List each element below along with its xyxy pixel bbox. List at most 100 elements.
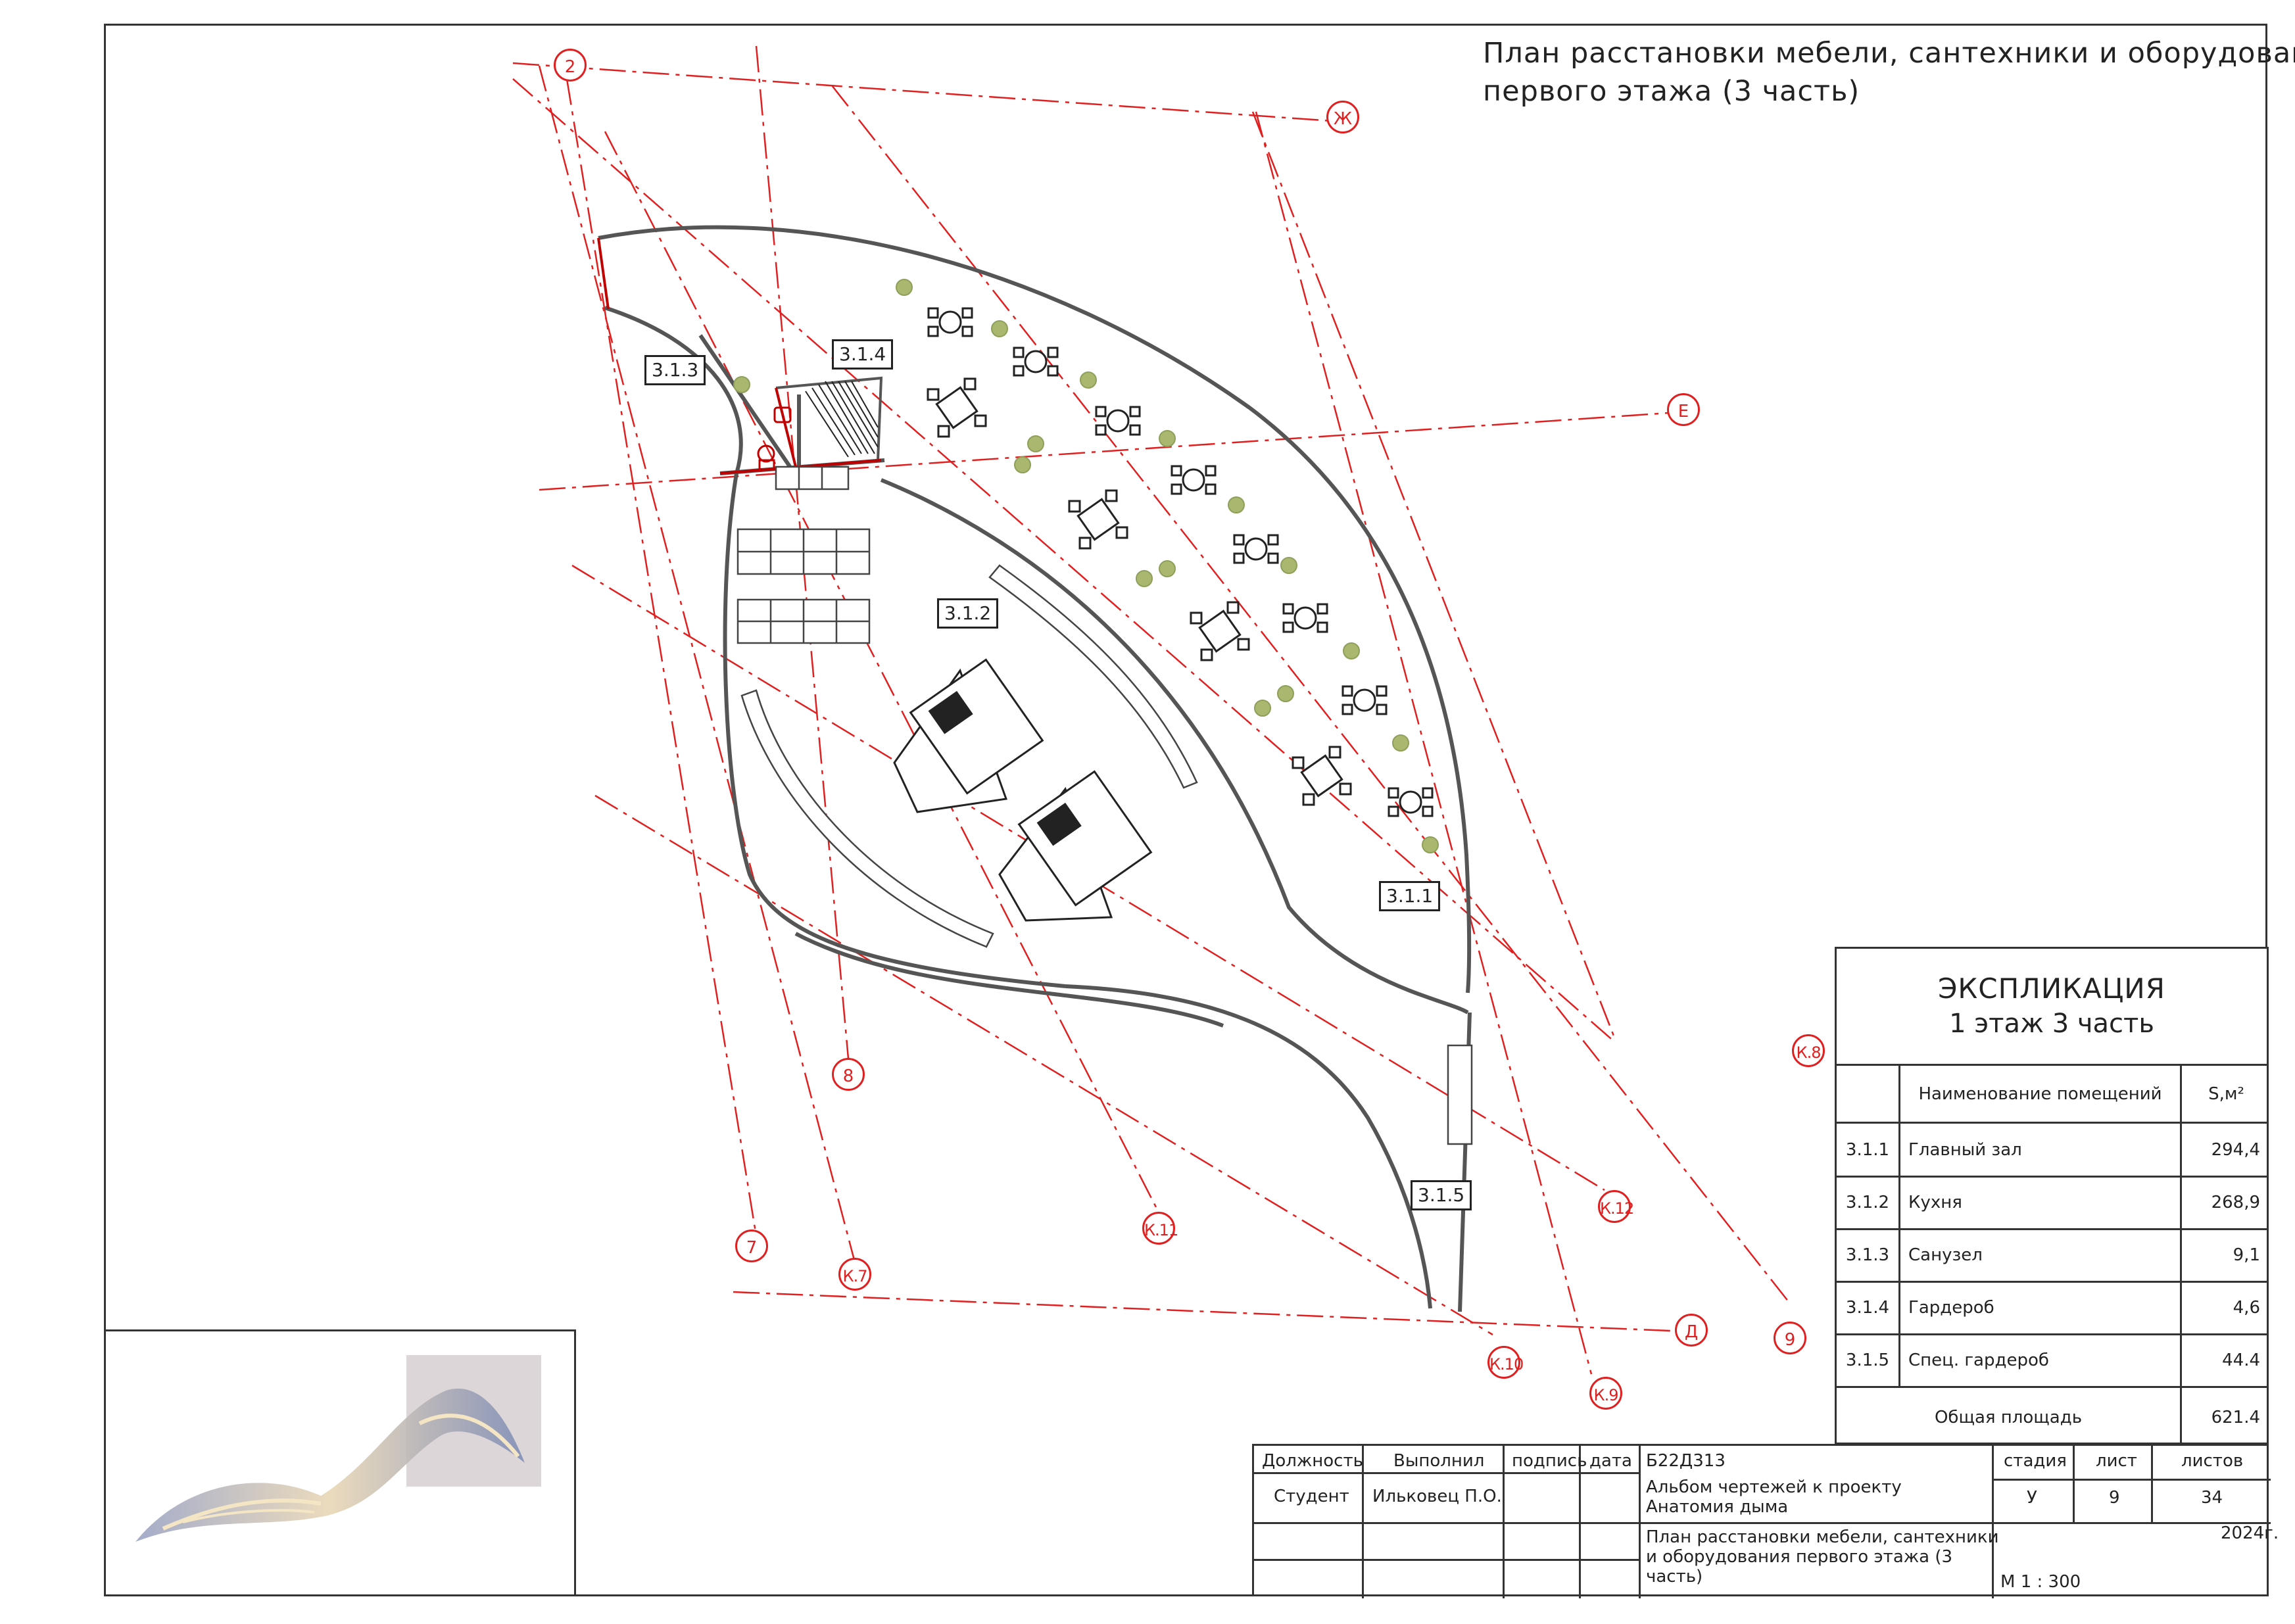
room-name: Санузел xyxy=(1908,1245,1983,1265)
room-name: Спец. гардероб xyxy=(1908,1350,2049,1370)
axis-bubble-8: 8 xyxy=(832,1058,865,1091)
axis-grid-lines xyxy=(512,45,1789,1375)
sheet-title: План расстановки мебели, сантехники и об… xyxy=(1483,34,2295,110)
axis-bubble-k9: К.9 xyxy=(1589,1377,1622,1410)
round-table-with-chairs xyxy=(927,307,973,337)
stamp-sheet: 9 xyxy=(2109,1488,2120,1508)
stamp-album-line1: Альбом чертежей к проекту xyxy=(1646,1477,1902,1497)
title-block: Должность Выполнил подпись дата Студент … xyxy=(1252,1444,2279,1598)
axis-bubble-2: 2 xyxy=(554,49,587,82)
plant-pot xyxy=(1277,685,1294,702)
plant-pot xyxy=(1280,557,1297,574)
room-name: Кухня xyxy=(1908,1192,1962,1212)
room-number: 3.1.1 xyxy=(1845,1139,1890,1160)
stamp-code: Б22Д313 xyxy=(1646,1451,1726,1471)
explication-table: ЭКСПЛИКАЦИЯ 1 этаж 3 часть Наименование … xyxy=(1835,947,2269,1446)
square-table-with-chairs xyxy=(1068,489,1128,550)
toilet-fixtures xyxy=(757,406,792,471)
room-number: 3.1.4 xyxy=(1845,1297,1890,1318)
axis-bubble-e: Е xyxy=(1667,393,1700,426)
kitchen-counters xyxy=(737,466,1473,1145)
room-name: Гардероб xyxy=(1908,1297,1994,1318)
stamp-year: 2024г. xyxy=(2221,1523,2279,1543)
round-table-with-chairs xyxy=(1233,534,1279,564)
plant-pot xyxy=(1080,371,1097,389)
room-area: 44.4 xyxy=(2222,1350,2260,1370)
drawing-frame xyxy=(104,24,2267,1596)
stamp-scale: М 1 : 300 xyxy=(2000,1572,2081,1592)
dining-tables xyxy=(927,307,1434,817)
stamp-author: Ильковец П.О. xyxy=(1372,1487,1502,1506)
explication-row: 3.1.5 Спец. гардероб 44.4 xyxy=(1837,1334,2267,1388)
square-table-with-chairs xyxy=(927,377,987,438)
plant-pot xyxy=(1254,700,1271,717)
room-label-315: 3.1.5 xyxy=(1411,1180,1472,1210)
plant-pot xyxy=(1422,836,1439,853)
plant-pot xyxy=(1027,435,1044,452)
sheet-title-line1: План расстановки мебели, сантехники и об… xyxy=(1483,37,2295,70)
plant-pot xyxy=(1228,496,1245,513)
col-name-header: Наименование помещений xyxy=(1918,1084,2162,1104)
room-number: 3.1.5 xyxy=(1845,1350,1890,1370)
plant-pot xyxy=(991,320,1008,337)
plant-pot xyxy=(896,279,913,296)
room-label-312: 3.1.2 xyxy=(937,598,999,629)
plant-pot xyxy=(1159,430,1176,447)
stamp-album-line2: Анатомия дыма xyxy=(1646,1497,1789,1517)
plant-pot xyxy=(1014,456,1031,473)
round-table-with-chairs xyxy=(1282,603,1328,633)
room-area: 294,4 xyxy=(2211,1139,2260,1160)
room-area: 9,1 xyxy=(2233,1245,2260,1265)
room-label-311: 3.1.1 xyxy=(1379,881,1441,911)
stamp-title-line3: часть) xyxy=(1646,1567,1703,1587)
plant-pot xyxy=(1392,734,1409,752)
stamp-position: Студент xyxy=(1274,1487,1349,1506)
axis-bubble-9: 9 xyxy=(1774,1322,1806,1354)
room-number: 3.1.3 xyxy=(1845,1245,1890,1265)
cooking-island-1 xyxy=(893,658,1044,813)
explication-row: 3.1.3 Санузел 9,1 xyxy=(1837,1229,2267,1283)
explication-total-row: Общая площадь 621.4 xyxy=(1837,1388,2267,1446)
stamp-stage: У xyxy=(2027,1488,2037,1508)
plant-pot xyxy=(1343,642,1360,659)
plant-pot xyxy=(1159,560,1176,577)
square-table-with-chairs xyxy=(1190,601,1250,661)
explication-title: ЭКСПЛИКАЦИЯ xyxy=(1938,972,2165,1005)
plants xyxy=(733,279,1439,853)
stamp-stage-header: стадия xyxy=(2004,1451,2067,1471)
concept-sketch-image xyxy=(135,1355,541,1542)
axis-bubble-k11: К.11 xyxy=(1142,1212,1178,1245)
room-number: 3.1.2 xyxy=(1845,1192,1890,1212)
room-area: 4,6 xyxy=(2233,1297,2260,1318)
axis-bubble-d: Д xyxy=(1675,1314,1708,1347)
axis-bubble-zh: Ж xyxy=(1326,101,1359,133)
explication-header: ЭКСПЛИКАЦИЯ 1 этаж 3 часть xyxy=(1837,949,2267,1066)
axis-bubble-7: 7 xyxy=(735,1230,768,1262)
round-table-with-chairs xyxy=(1388,787,1434,817)
axis-bubble-k7: К.7 xyxy=(838,1258,871,1291)
cooking-island-2 xyxy=(998,770,1153,922)
round-table-with-chairs xyxy=(1341,685,1388,715)
explication-subtitle: 1 этаж 3 часть xyxy=(1949,1009,2154,1039)
square-table-with-chairs xyxy=(1292,746,1352,806)
plant-pot xyxy=(733,376,750,393)
stamp-sheets: 34 xyxy=(2201,1488,2223,1508)
axis-bubble-k8: К.8 xyxy=(1792,1034,1825,1067)
building-walls xyxy=(598,225,1472,1312)
total-label: Общая площадь xyxy=(1934,1407,2083,1427)
sheet-title-line2: первого этажа (3 часть) xyxy=(1483,75,1860,108)
stamp-position-header: Должность xyxy=(1262,1451,1363,1471)
room-label-314: 3.1.4 xyxy=(832,339,894,370)
axis-bubble-k10: К.10 xyxy=(1487,1346,1524,1379)
stamp-title-line1: План расстановки мебели, сантехники xyxy=(1646,1527,1999,1547)
stamp-title-line2: и оборудования первого этажа (3 xyxy=(1646,1547,1953,1567)
stamp-date-header: дата xyxy=(1589,1451,1632,1471)
stamp-sign-header: подпись xyxy=(1512,1451,1587,1471)
col-area-header: S,м² xyxy=(2208,1084,2244,1104)
explication-row: 3.1.4 Гардероб 4,6 xyxy=(1837,1281,2267,1335)
total-value: 621.4 xyxy=(2211,1407,2260,1427)
round-table-with-chairs xyxy=(1095,406,1141,436)
